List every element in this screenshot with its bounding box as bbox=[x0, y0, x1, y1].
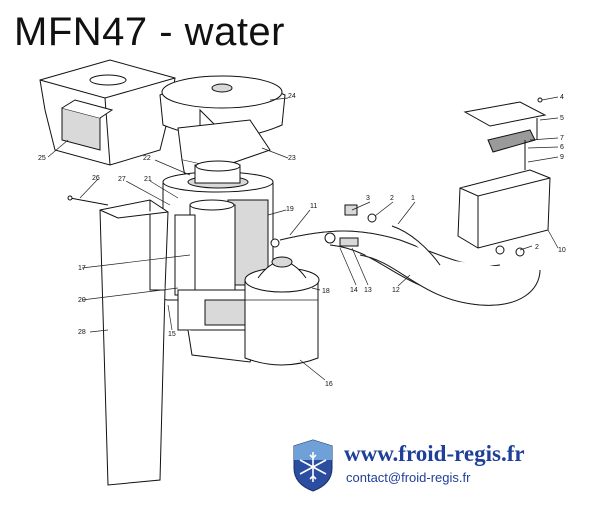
part-3-13-14-fittings bbox=[270, 204, 377, 248]
callout-2b: 2 bbox=[535, 244, 539, 251]
callout-16: 16 bbox=[325, 381, 333, 388]
callout-6: 6 bbox=[560, 144, 564, 151]
water-tubes bbox=[279, 225, 541, 306]
callout-2: 2 bbox=[390, 195, 394, 202]
callout-12: 12 bbox=[392, 287, 400, 294]
part-26-screw bbox=[67, 195, 109, 206]
evaporator-assembly bbox=[162, 160, 274, 301]
leader-lines bbox=[47, 96, 559, 381]
part-28-side-panel bbox=[99, 199, 169, 486]
snowflake-logo-icon bbox=[293, 439, 333, 492]
callout-15: 15 bbox=[168, 331, 176, 338]
callout-9: 9 bbox=[560, 154, 564, 161]
callout-25: 25 bbox=[38, 155, 46, 162]
part-4-lid-and-float bbox=[463, 97, 547, 170]
callout-7: 7 bbox=[560, 135, 564, 142]
website-link[interactable]: www.froid-regis.fr bbox=[344, 441, 525, 466]
callout-27: 27 bbox=[118, 176, 126, 183]
callout-3: 3 bbox=[366, 195, 370, 202]
callout-4: 4 bbox=[560, 94, 564, 101]
callout-20: 20 bbox=[78, 297, 86, 304]
gearmotor-base bbox=[177, 289, 259, 363]
callout-labels: 1 2 2 3 4 5 6 7 9 10 11 12 13 14 15 16 1… bbox=[38, 93, 566, 388]
callout-21: 21 bbox=[144, 176, 152, 183]
callout-10: 10 bbox=[558, 247, 566, 254]
callout-28: 28 bbox=[78, 329, 86, 336]
callout-24: 24 bbox=[288, 93, 296, 100]
callout-19: 19 bbox=[286, 206, 294, 213]
callout-14: 14 bbox=[350, 287, 358, 294]
callout-23: 23 bbox=[288, 155, 296, 162]
part-10-reservoir bbox=[457, 169, 551, 257]
callout-17: 17 bbox=[78, 265, 86, 272]
callout-18: 18 bbox=[322, 288, 330, 295]
callout-13: 13 bbox=[364, 287, 372, 294]
callout-5: 5 bbox=[560, 115, 564, 122]
callout-11: 11 bbox=[310, 203, 317, 210]
part-25-bin-cover bbox=[39, 59, 176, 166]
callout-26: 26 bbox=[92, 175, 100, 182]
contact-email-link[interactable]: contact@froid-regis.fr bbox=[346, 470, 471, 485]
page-title: MFN47 - water bbox=[14, 10, 285, 54]
part-16-motor bbox=[244, 256, 320, 366]
callout-22: 22 bbox=[143, 155, 151, 162]
callout-1: 1 bbox=[411, 195, 415, 202]
